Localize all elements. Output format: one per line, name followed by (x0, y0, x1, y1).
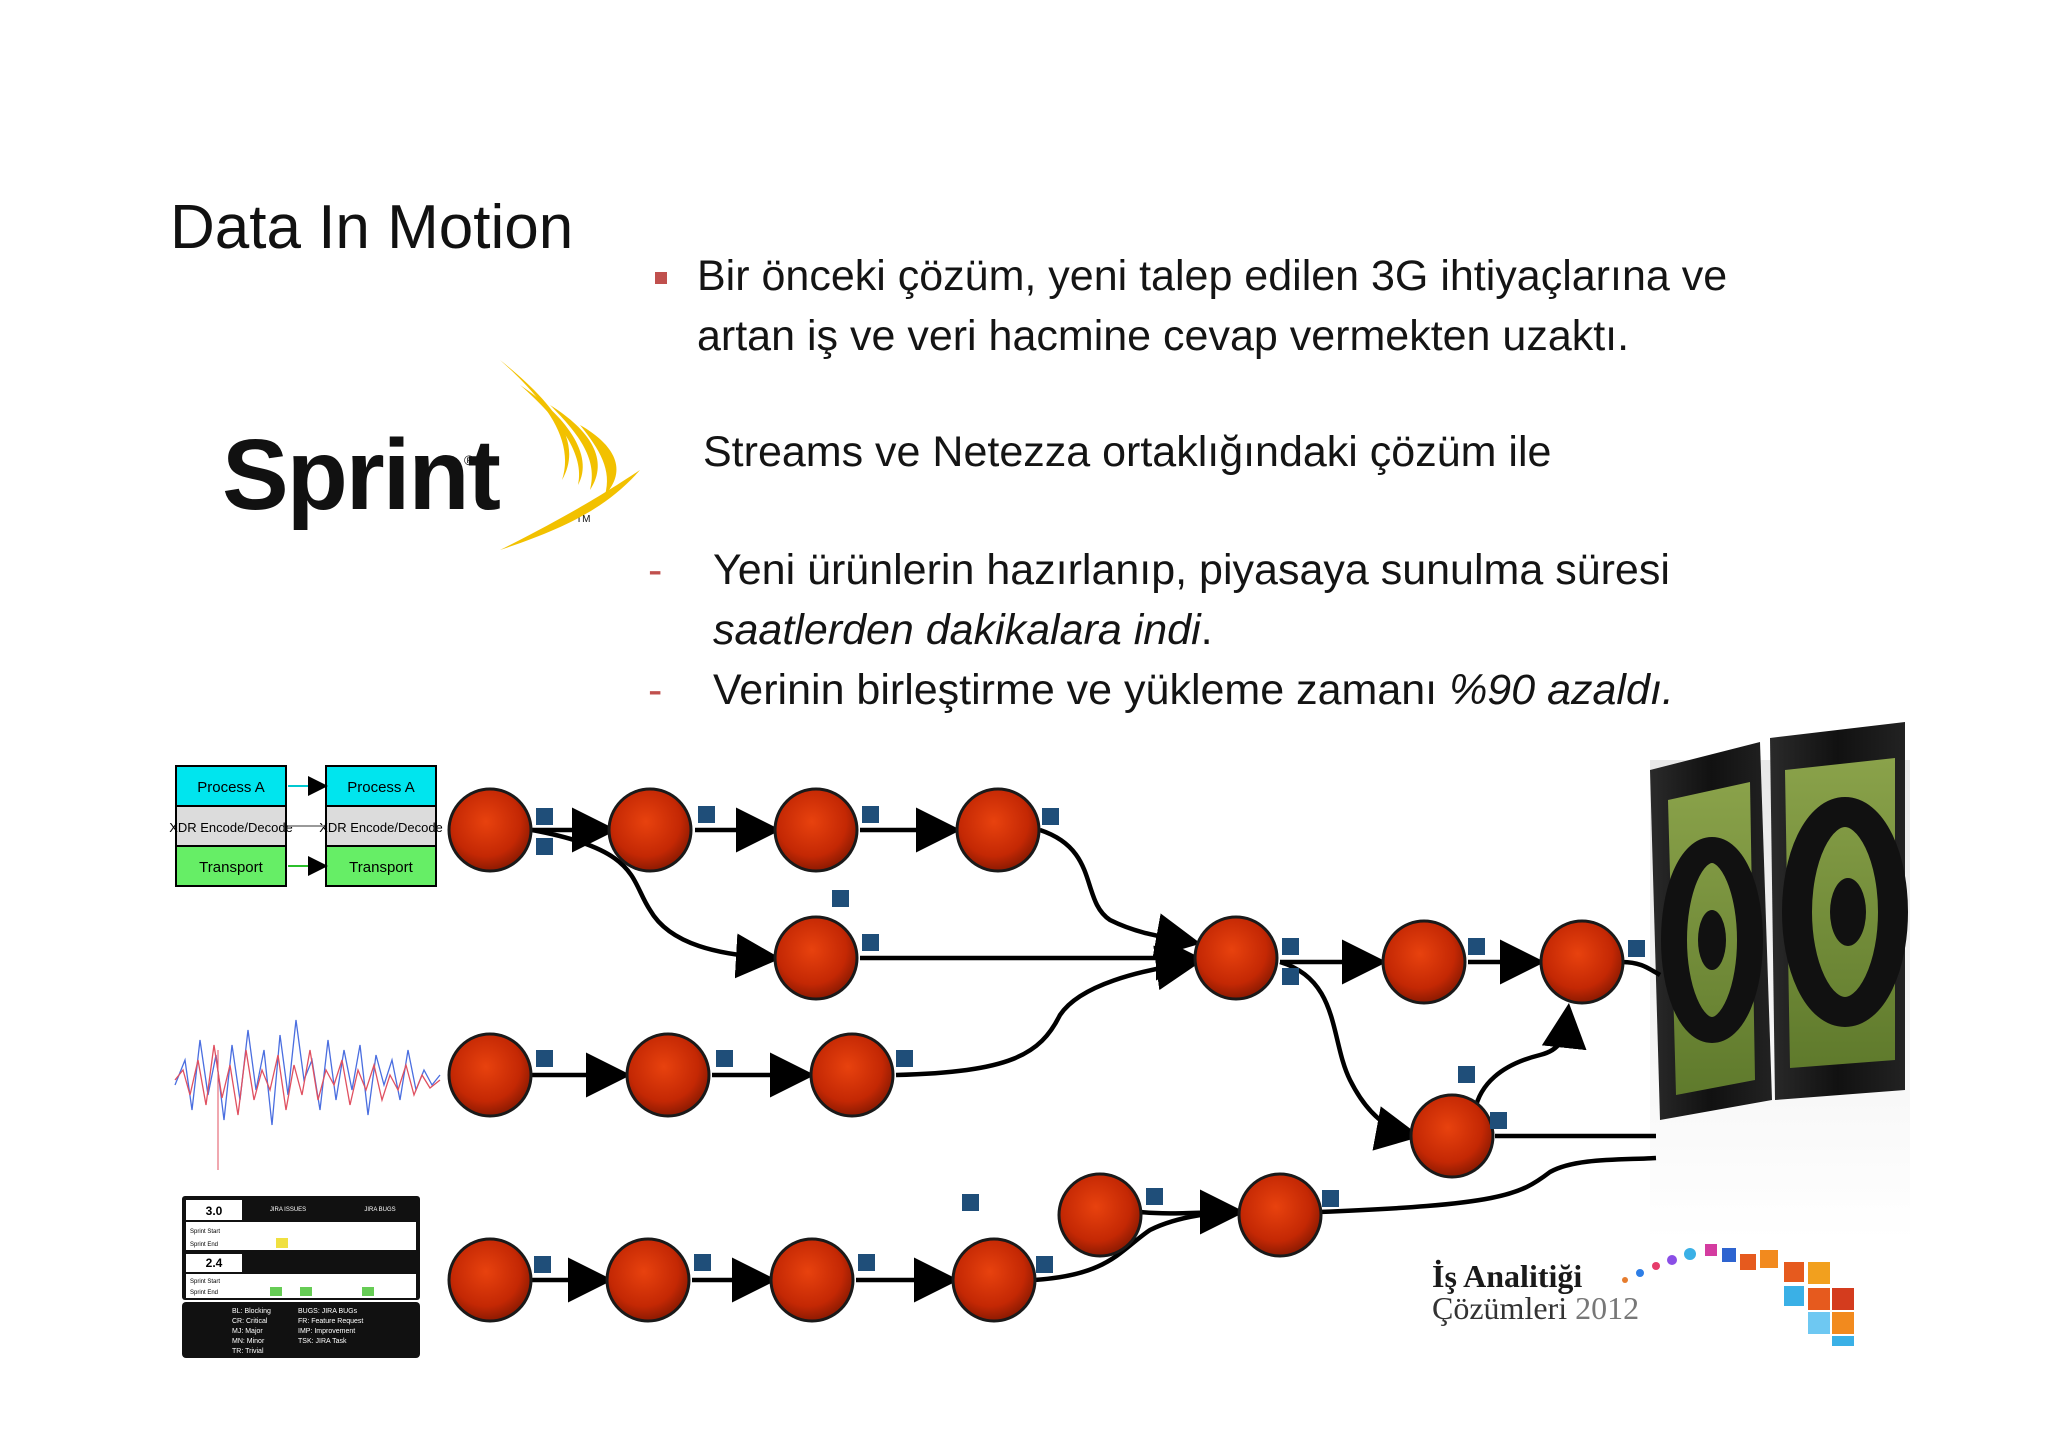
node (447, 787, 533, 873)
jira-row-end-2: Sprint End (190, 1290, 218, 1296)
bullet-1-line-1: Bir önceki çözüm, yeni talep edilen 3G i… (697, 252, 1728, 300)
jira-legend-item: BUGS: JIRA BUGs (298, 1308, 358, 1315)
encode-label-right: XDR Encode/Decode (319, 820, 443, 835)
jira-bugs-header-1: JIRA BUGS (364, 1207, 395, 1213)
dash-bullet-1: - (648, 546, 663, 594)
node (1381, 919, 1467, 1005)
jira-legend-item: TR: Trivial (232, 1348, 264, 1355)
node (955, 787, 1041, 873)
process-label-left: Process A (197, 779, 265, 796)
jira-legend-item: CR: Critical (232, 1318, 268, 1325)
event-logo-line-1: İş Analitiği (1432, 1258, 1583, 1294)
slide-title: Data In Motion (170, 193, 574, 262)
node (605, 1237, 691, 1323)
event-logo-line-2: Çözümleri 2012 (1432, 1290, 1639, 1327)
jira-table-image: 3.0 JIRA ISSUES JIRA BUGS Sprint Start S… (182, 1196, 420, 1358)
event-logo-year: 2012 (1575, 1290, 1640, 1326)
jira-legend-item: IMP: Improvement (298, 1328, 355, 1335)
node (809, 1032, 895, 1118)
event-logo-cubes-icon (1622, 1244, 1854, 1346)
point-1-end: . (1200, 606, 1213, 654)
process-connector-arrows (288, 776, 328, 876)
transport-label-right: Transport (349, 859, 413, 876)
jira-version-2: 2.4 (206, 1256, 223, 1270)
diagram-nodes (447, 787, 1625, 1323)
jira-legend-item: FR: Feature Request (298, 1318, 363, 1325)
jira-row-start-2: Sprint Start (190, 1279, 220, 1285)
point-2-line: Verinin birleştirme ve yükleme zamanı %9… (713, 666, 1674, 715)
node (773, 787, 859, 873)
dash-bullet-2: - (648, 666, 663, 714)
node (773, 915, 859, 1001)
jira-legend-item: BL: Blocking (232, 1308, 271, 1315)
diagram-edges (531, 807, 1662, 1303)
sprint-wordmark: Sprint (222, 419, 501, 531)
point-1-line-1: Yeni ürünlerin hazırlanıp, piyasaya sunu… (713, 546, 1670, 594)
process-label-right: Process A (347, 779, 415, 796)
node (447, 1237, 533, 1323)
node (769, 1237, 855, 1323)
sprint-pin-logo-icon (500, 360, 640, 550)
jira-issues-header-1: JIRA ISSUES (270, 1207, 306, 1213)
point-2-italic: %90 azaldı. (1449, 666, 1674, 714)
process-box-right: Process A XDR Encode/Decode Transport (319, 765, 443, 887)
node (1237, 1172, 1323, 1258)
jira-legend-item: MJ: Major (232, 1328, 263, 1335)
point-1-italic: saatlerden dakikalara indi (713, 606, 1201, 654)
jira-legend-item: TSK: JIRA Task (298, 1338, 347, 1345)
event-logo-word: Çözümleri (1432, 1290, 1568, 1326)
node (447, 1032, 533, 1118)
transport-label-left: Transport (199, 859, 263, 876)
point-2-text: Verinin birleştirme ve yükleme zamanı (713, 666, 1450, 714)
encode-label-left: XDR Encode/Decode (169, 820, 293, 835)
jira-row-end-1: Sprint End (190, 1242, 218, 1248)
intro-text: Streams ve Netezza ortaklığındaki çözüm … (703, 428, 1552, 476)
node (1193, 915, 1279, 1001)
point-1-line-2: saatlerden dakikalara indi. (713, 606, 1213, 655)
data-tuple-squares (534, 806, 1645, 1273)
jira-version-1: 3.0 (206, 1204, 223, 1218)
square-bullet-icon (655, 272, 667, 284)
sprint-tm-mark: TM (576, 514, 591, 525)
node (607, 787, 693, 873)
node (951, 1237, 1037, 1323)
node (1057, 1172, 1143, 1258)
process-box-left: Process A XDR Encode/Decode Transport (169, 765, 293, 887)
netezza-server-image (1650, 722, 1910, 1240)
node (1409, 1093, 1495, 1179)
node (625, 1032, 711, 1118)
node (1539, 919, 1625, 1005)
waveform-icon (174, 1019, 441, 1170)
jira-legend-item: MN: Minor (232, 1338, 265, 1345)
jira-row-start-1: Sprint Start (190, 1229, 220, 1235)
bullet-1-line-2: artan iş ve veri hacmine cevap vermekten… (697, 312, 1630, 360)
sprint-registered-mark: ® (464, 452, 475, 468)
